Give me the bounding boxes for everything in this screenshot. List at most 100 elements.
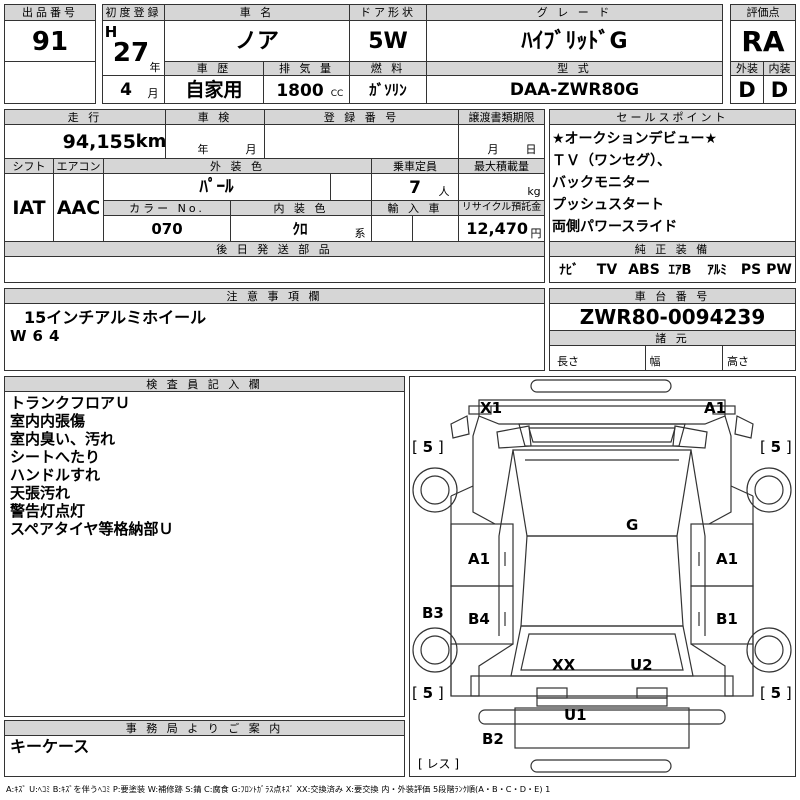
exterior-label: 外装 [730, 61, 764, 76]
inspector-cell [4, 391, 405, 717]
spare-tire: [ レス ] [418, 757, 460, 771]
damage-a1-right: A1 [716, 550, 739, 568]
score-label: 評価点 [730, 4, 796, 21]
tire-front-left-value: 5 [422, 438, 434, 456]
damage-a1-front-right: A1 [704, 399, 727, 417]
shift-label: シフト [4, 158, 54, 174]
inspector-line-7: 警告灯点灯 [10, 502, 86, 520]
lot-divider [4, 61, 96, 62]
first-reg-label: 初度登録 [102, 4, 165, 21]
model-cell [426, 75, 723, 104]
tire-rear-left-value: 5 [422, 684, 434, 702]
exterior-score: D [738, 77, 756, 102]
registration-cell [264, 124, 459, 159]
chassis-label: 車 台 番 号 [549, 288, 796, 304]
capacity-unit: 人 [438, 184, 450, 198]
color-value: ﾊﾟｰﾙ [199, 176, 234, 197]
interior-score: D [770, 77, 789, 102]
sales-line-5: 両側パワースライド [552, 219, 678, 235]
first-reg-divider [102, 75, 165, 76]
damage-a1-left: A1 [468, 550, 491, 568]
aircon-value: AAC [56, 196, 101, 219]
load-label: 最大積載量 [458, 158, 545, 174]
door-value: 5W [368, 29, 408, 54]
later-parts-label: 後 日 発 送 部 品 [4, 241, 545, 257]
history-value: 自家用 [185, 78, 243, 101]
score-value: RA [741, 25, 785, 58]
tire-front-right: [ 5 ] [760, 438, 792, 456]
load-unit: kg [527, 184, 541, 198]
chassis-number: ZWR80-0094239 [579, 305, 766, 329]
sales-line-2: ＴＶ（ワンセグ）、 [552, 153, 671, 169]
damage-x1: X1 [480, 399, 503, 417]
lot-number: 91 [31, 27, 69, 57]
grade-value: ﾊｲﾌﾞﾘｯﾄﾞG [521, 29, 628, 54]
tire-front-right-value: 5 [770, 438, 782, 456]
fuel-label: 燃 料 [349, 61, 427, 76]
office-text: キーケース [10, 737, 90, 756]
inspector-line-1: トランクフロアＵ [10, 394, 131, 412]
office-label: 事 務 局 よ り ご 案 内 [4, 720, 405, 736]
dims-div-1 [645, 345, 646, 371]
tire-rear-right: [ 5 ] [760, 684, 792, 702]
model-value: DAA-ZWR80G [509, 79, 640, 100]
capacity-label: 乗車定員 [371, 158, 459, 174]
equip-ps: PS [740, 262, 762, 278]
tire-rear-right-value: 5 [770, 684, 782, 702]
inspector-label: 検 査 員 記 入 欄 [4, 376, 405, 392]
damage-b1: B1 [716, 610, 738, 628]
color-divider [330, 173, 331, 201]
notes-label: 注 意 事 項 欄 [4, 288, 545, 304]
interior-label: 内装 [763, 61, 796, 76]
dims-label: 諸 元 [549, 330, 796, 346]
model-label: 型 式 [426, 61, 723, 76]
inspector-line-6: 天張汚れ [10, 484, 71, 502]
recycle-unit: 円 [530, 226, 542, 240]
int-color-unit: 系 [354, 226, 366, 240]
dims-div-2 [722, 345, 723, 371]
notes-cell [4, 303, 545, 371]
legend: A:ｷｽﾞ U:ﾍｺﾐ B:ｷｽﾞを伴うﾍｺﾐ P:要塗装 W:補修跡 S:錆 … [6, 783, 551, 794]
fuel-value: ｶﾞｿﾘﾝ [369, 80, 407, 99]
equip-alloy: ｱﾙﾐ [707, 262, 727, 278]
capacity-value: 7 [409, 177, 421, 198]
inspection-month-unit: 月 [245, 142, 257, 156]
length-label: 長さ [557, 354, 579, 368]
registration-label: 登 録 番 号 [264, 109, 459, 125]
shift-value: IAT [12, 196, 46, 219]
damage-u1: U1 [564, 706, 587, 724]
import-cell [371, 215, 459, 242]
transfer-day-unit: 日 [525, 142, 537, 156]
inspector-line-4: シートへたり [10, 448, 101, 466]
color-no-value: 070 [151, 219, 183, 238]
name-label: 車 名 [164, 4, 350, 21]
inspector-line-8: スペアタイヤ等格納部Ｕ [10, 520, 174, 538]
sales-line-3: バックモニター [552, 175, 650, 191]
equipment-label: 純 正 装 備 [549, 241, 796, 257]
notes-line-2: W64 [10, 327, 66, 345]
import-divider [412, 215, 413, 242]
int-color-label: 内 装 色 [230, 200, 372, 216]
inspection-label: 車 検 [165, 109, 265, 125]
equip-abs: ABS [628, 262, 660, 278]
displacement-unit: CC [330, 88, 344, 99]
damage-u2: U2 [630, 656, 653, 674]
reg-month-unit: 月 [147, 86, 159, 100]
sales-label: セールスポイント [549, 109, 796, 125]
displacement-label: 排 気 量 [263, 61, 350, 76]
sales-line-1: ★オークションデビュー★ [552, 131, 718, 147]
import-label: 輸 入 車 [371, 200, 459, 216]
tire-front-left: [ 5 ] [412, 438, 444, 456]
transfer-label: 譲渡書類期限 [458, 109, 545, 125]
lot-label: 出品番号 [4, 4, 96, 21]
later-parts-cell [4, 256, 545, 283]
door-label: ドア形状 [349, 4, 427, 21]
damage-b2: B2 [482, 730, 504, 748]
spare-tire-value: レス [426, 757, 451, 771]
diagram-frame [409, 376, 796, 777]
equip-tv: TV [596, 262, 618, 278]
mileage-value: 94,155 [62, 130, 136, 153]
reg-year-unit: 年 [149, 60, 161, 74]
inspector-line-5: ハンドルすれ [10, 466, 101, 484]
dims-cell [549, 345, 796, 371]
